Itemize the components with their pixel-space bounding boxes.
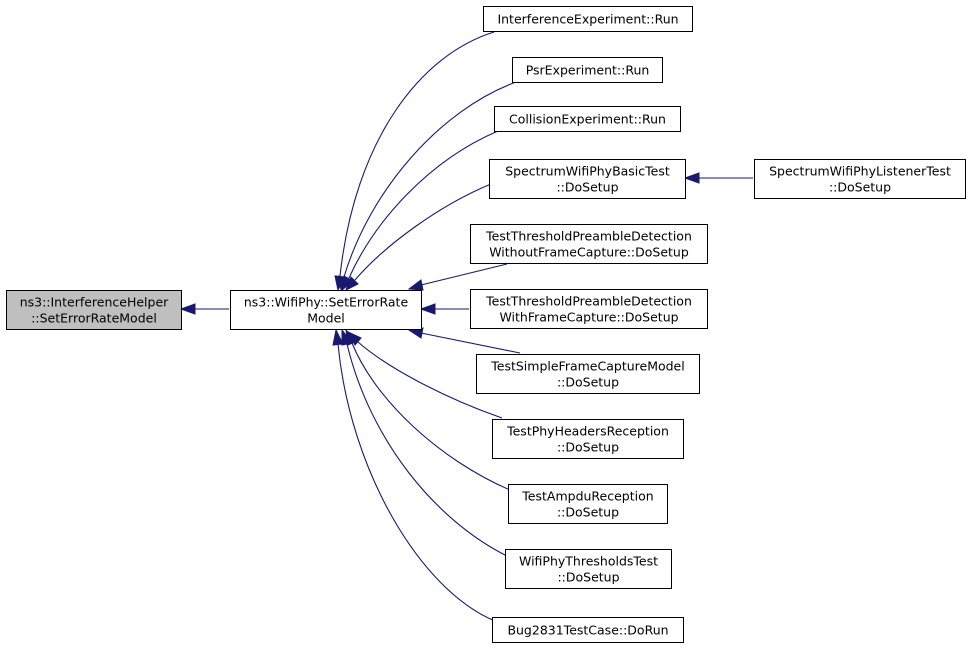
node-label-line: ::DoSetup (557, 505, 619, 520)
node-psr-experiment-run[interactable]: PsrExperiment::Run (512, 57, 663, 83)
node-interference-helper-set-error-rate-model[interactable]: ns3::InterferenceHelper::SetErrorRateMod… (6, 290, 182, 330)
edge-line (343, 81, 517, 278)
node-wifiphy-thresholds-test[interactable]: WifiPhyThresholdsTest::DoSetup (505, 549, 672, 589)
node-label-line: TestSimpleFrameCaptureModel (490, 359, 684, 374)
node-label-line: ns3::WifiPhy::SetErrorRate (244, 295, 409, 310)
node-box (754, 159, 966, 199)
node-label-line: ns3::InterferenceHelper (20, 295, 169, 310)
node-test-threshold-preamble-with-capture[interactable]: TestThresholdPreambleDetectionWithFrameC… (470, 289, 708, 329)
node-box (476, 354, 700, 394)
node-spectrum-wifiphy-basic-test-dosetup[interactable]: SpectrumWifiPhyBasicTest::DoSetup (489, 159, 686, 199)
node-label-line: WithFrameCapture::DoSetup (499, 310, 678, 325)
node-box (492, 419, 684, 459)
node-label-line: ::SetErrorRateModel (31, 311, 157, 326)
arrowhead-icon (683, 172, 700, 184)
arrowhead-icon (407, 279, 424, 291)
node-label-line: ::DoSetup (557, 440, 619, 455)
node-label-line: TestThresholdPreambleDetection (485, 294, 692, 309)
node-bug2831-testcase-dorun[interactable]: Bug2831TestCase::DoRun (492, 617, 684, 643)
edge-line (339, 31, 495, 277)
node-box (6, 290, 182, 330)
edge-test-simple-frame-capture-model-to-wifiphy-set-error-rate-model (407, 327, 521, 354)
node-box (505, 549, 672, 589)
node-test-phy-headers-reception[interactable]: TestPhyHeadersReception::DoSetup (492, 419, 684, 459)
node-label-line: CollisionExperiment::Run (509, 112, 666, 127)
node-box (483, 6, 693, 32)
arrowhead-icon (419, 303, 436, 315)
node-box (492, 617, 684, 643)
node-label-line: ::DoSetup (829, 180, 891, 195)
edge-test-threshold-preamble-with-capture-to-wifiphy-set-error-rate-model (419, 303, 469, 315)
node-label-line: WithoutFrameCapture::DoSetup (489, 245, 689, 260)
node-collision-experiment-run[interactable]: CollisionExperiment::Run (494, 106, 681, 132)
edge-line (420, 332, 521, 354)
node-box (230, 290, 422, 330)
node-label-line: PsrExperiment::Run (526, 63, 650, 78)
edge-line (357, 341, 503, 419)
node-label-line: TestAmpduReception (521, 489, 653, 504)
node-spectrum-wifiphy-listener-test-dosetup[interactable]: SpectrumWifiPhyListenerTest::DoSetup (754, 159, 966, 199)
node-label-line: Model (307, 311, 345, 326)
node-test-simple-frame-capture-model[interactable]: TestSimpleFrameCaptureModel::DoSetup (476, 354, 700, 394)
node-box (512, 57, 663, 83)
node-label-line: Bug2831TestCase::DoRun (507, 623, 668, 638)
node-label-line: TestPhyHeadersReception (506, 424, 669, 439)
node-box (470, 289, 708, 329)
node-label-line: SpectrumWifiPhyBasicTest (505, 164, 670, 179)
edges-layer (179, 31, 753, 622)
node-test-ampdu-reception[interactable]: TestAmpduReception::DoSetup (508, 484, 668, 524)
edge-line (337, 343, 496, 622)
edge-bug2831-testcase-dorun-to-wifiphy-set-error-rate-model (332, 328, 496, 622)
edge-line (348, 130, 499, 279)
nodes-layer: ns3::InterferenceHelper::SetErrorRateMod… (6, 6, 966, 643)
edge-test-threshold-preamble-without-capture-to-wifiphy-set-error-rate-model (407, 263, 508, 291)
node-label-line: TestThresholdPreambleDetection (485, 229, 692, 244)
edge-wifiphy-thresholds-test-to-wifiphy-set-error-rate-model (341, 328, 508, 557)
node-box (508, 484, 668, 524)
edge-line (420, 263, 508, 286)
node-label-line: WifiPhyThresholdsTest (519, 554, 658, 569)
edge-spectrum-wifiphy-basic-test-dosetup-to-wifiphy-set-error-rate-model (345, 183, 492, 292)
arrowhead-icon (341, 328, 353, 346)
edge-spectrum-wifiphy-listener-test-dosetup-to-spectrum-wifiphy-basic-test-dosetup (683, 172, 753, 184)
node-wifiphy-set-error-rate-model[interactable]: ns3::WifiPhy::SetErrorRateModel (230, 290, 422, 330)
node-label-line: ::DoSetup (557, 570, 619, 585)
arrowhead-icon (345, 276, 359, 292)
arrowhead-icon (179, 303, 196, 315)
edge-line (351, 342, 511, 491)
node-label-line: ::DoSetup (556, 180, 618, 195)
node-box (470, 224, 708, 264)
node-box (494, 106, 681, 132)
node-interference-experiment-run[interactable]: InterferenceExperiment::Run (483, 6, 693, 32)
node-label-line: SpectrumWifiPhyListenerTest (769, 164, 951, 179)
edge-wifiphy-set-error-rate-model-to-interference-helper-set-error-rate-model (179, 303, 229, 315)
edge-line (354, 183, 492, 281)
edge-line (346, 343, 508, 557)
node-label-line: ::DoSetup (557, 375, 619, 390)
node-test-threshold-preamble-without-capture[interactable]: TestThresholdPreambleDetectionWithoutFra… (470, 224, 708, 264)
node-box (489, 159, 686, 199)
arrowhead-icon (332, 328, 344, 346)
node-label-line: InterferenceExperiment::Run (497, 12, 678, 27)
edge-collision-experiment-run-to-wifiphy-set-error-rate-model (341, 130, 499, 292)
